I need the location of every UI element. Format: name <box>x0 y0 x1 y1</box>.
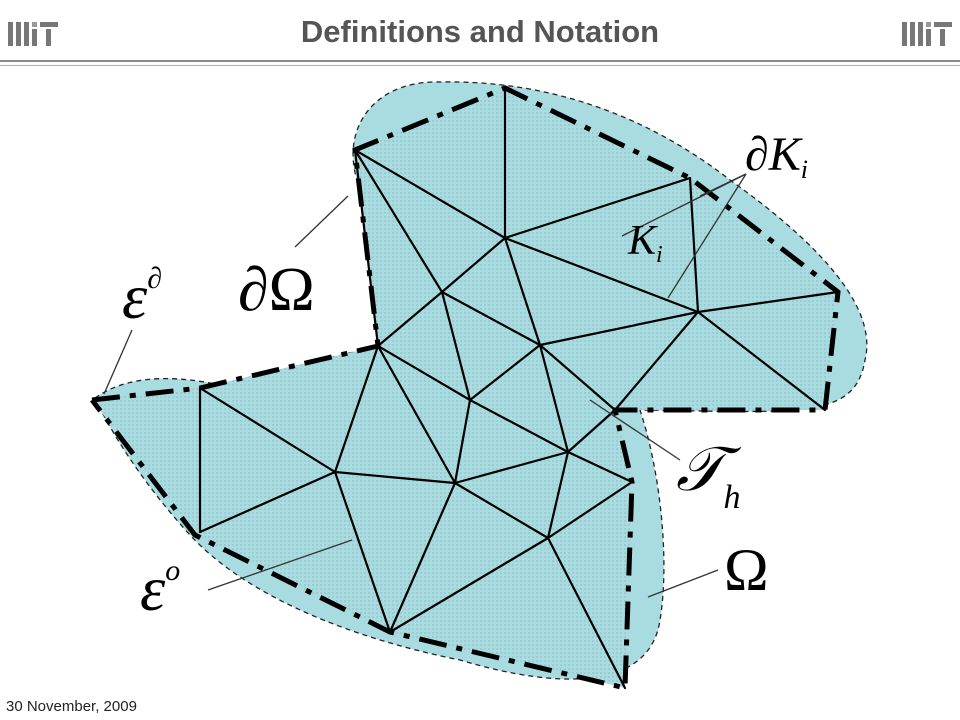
domain-boundary-label: ∂Ω <box>238 256 315 324</box>
footer-date: 30 November, 2009 <box>6 698 137 715</box>
title-divider <box>0 60 960 62</box>
triangulation-label: 𝒯h <box>676 436 742 516</box>
boundary-edges <box>90 85 841 692</box>
mit-logo-icon <box>8 22 58 46</box>
boundary-edge-set-label: ε∂ <box>122 261 162 332</box>
element-boundary-label: ∂Ki <box>745 128 808 184</box>
leader-lines <box>103 173 747 598</box>
mesh-region <box>92 88 838 688</box>
element-label: Ki <box>627 218 663 268</box>
title-divider-thin <box>0 65 960 66</box>
slide-title: Definitions and Notation <box>300 14 660 49</box>
mit-logo-icon <box>902 22 952 46</box>
interior-edge-set-label: εo <box>140 553 180 624</box>
domain-label: Ω <box>724 537 769 603</box>
